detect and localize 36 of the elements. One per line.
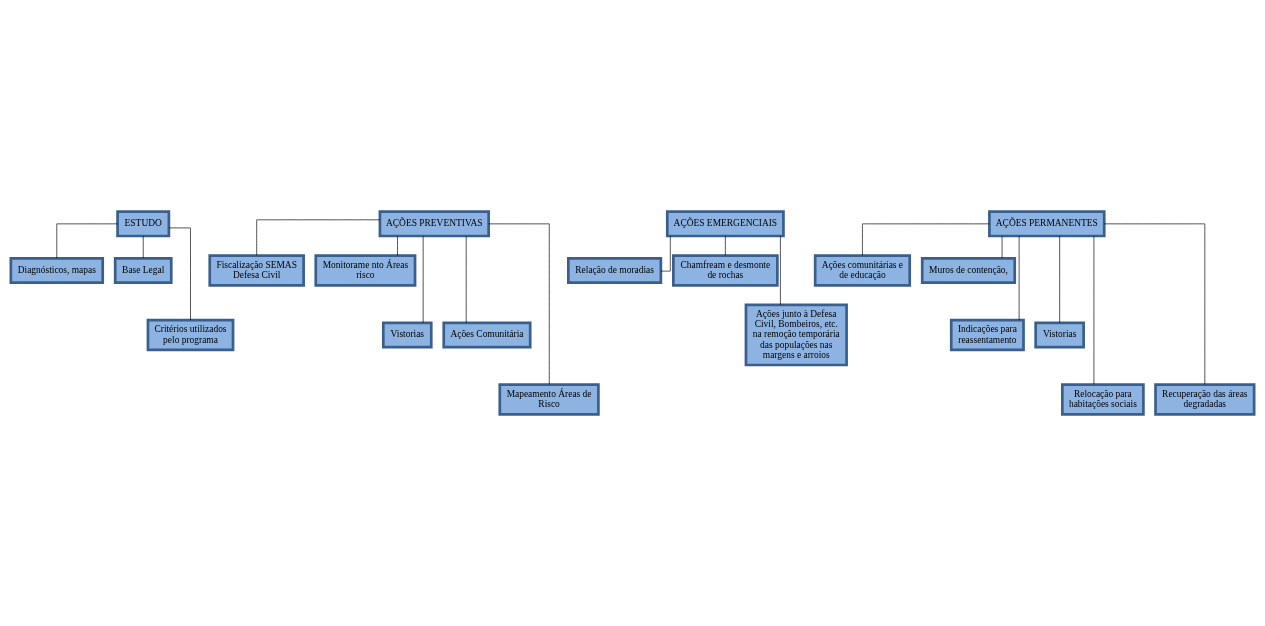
connector: [780, 235, 781, 306]
connector: [862, 223, 990, 256]
connector: [1018, 235, 1020, 321]
node-box: AÇÕES PERMANENTES: [988, 210, 1106, 238]
connector: [56, 223, 118, 259]
node-box: Ações Comunitária: [442, 321, 532, 349]
node-box: Base Legal: [113, 256, 173, 284]
node-box: AÇÕES EMERGENCIAIS: [665, 210, 785, 238]
connector: [256, 219, 381, 256]
node-box: Monitorame nto Áreas risco: [314, 254, 417, 287]
node-box: Fiscalização SEMAS Defesa Civil: [208, 254, 305, 287]
connector: [397, 235, 398, 256]
connector: [1001, 235, 1003, 259]
node-box: Relocação para habitações sociais: [1061, 383, 1145, 416]
connector: [725, 235, 726, 256]
connector: [465, 235, 467, 324]
node-box: Ações junto à Defesa Civil, Bombeiros, etc. na remoção temporária das populações nas margens e arroios: [744, 303, 848, 367]
node-box: Muros de contenção,: [920, 256, 1017, 284]
node-box: Diagnósticos, mapas: [9, 256, 105, 284]
connector: [168, 227, 191, 321]
node-box: ESTUDO: [116, 210, 171, 238]
connector: [488, 223, 550, 385]
node-box: Mapeamento Áreas de Risco: [498, 383, 600, 416]
connector: [1059, 235, 1060, 324]
connector: [142, 235, 144, 259]
connector: [422, 235, 424, 324]
node-box: Vistorias: [381, 321, 433, 349]
node-box: Indicações para reassentamento: [949, 318, 1025, 352]
node-box: Relação de moradias: [567, 256, 663, 284]
connector: [660, 235, 671, 272]
node-box: Ações comunitárias e de educação: [813, 254, 912, 287]
node-box: Critérios utilizados pelo programa: [146, 318, 235, 352]
node-box: Chamfream e desmonte de rochas: [672, 254, 779, 287]
node-box: Recuperação das áreas degradadas: [1154, 383, 1256, 416]
node-box: Vistorias: [1034, 321, 1085, 349]
node-box: AÇÕES PREVENTIVAS: [378, 210, 490, 238]
